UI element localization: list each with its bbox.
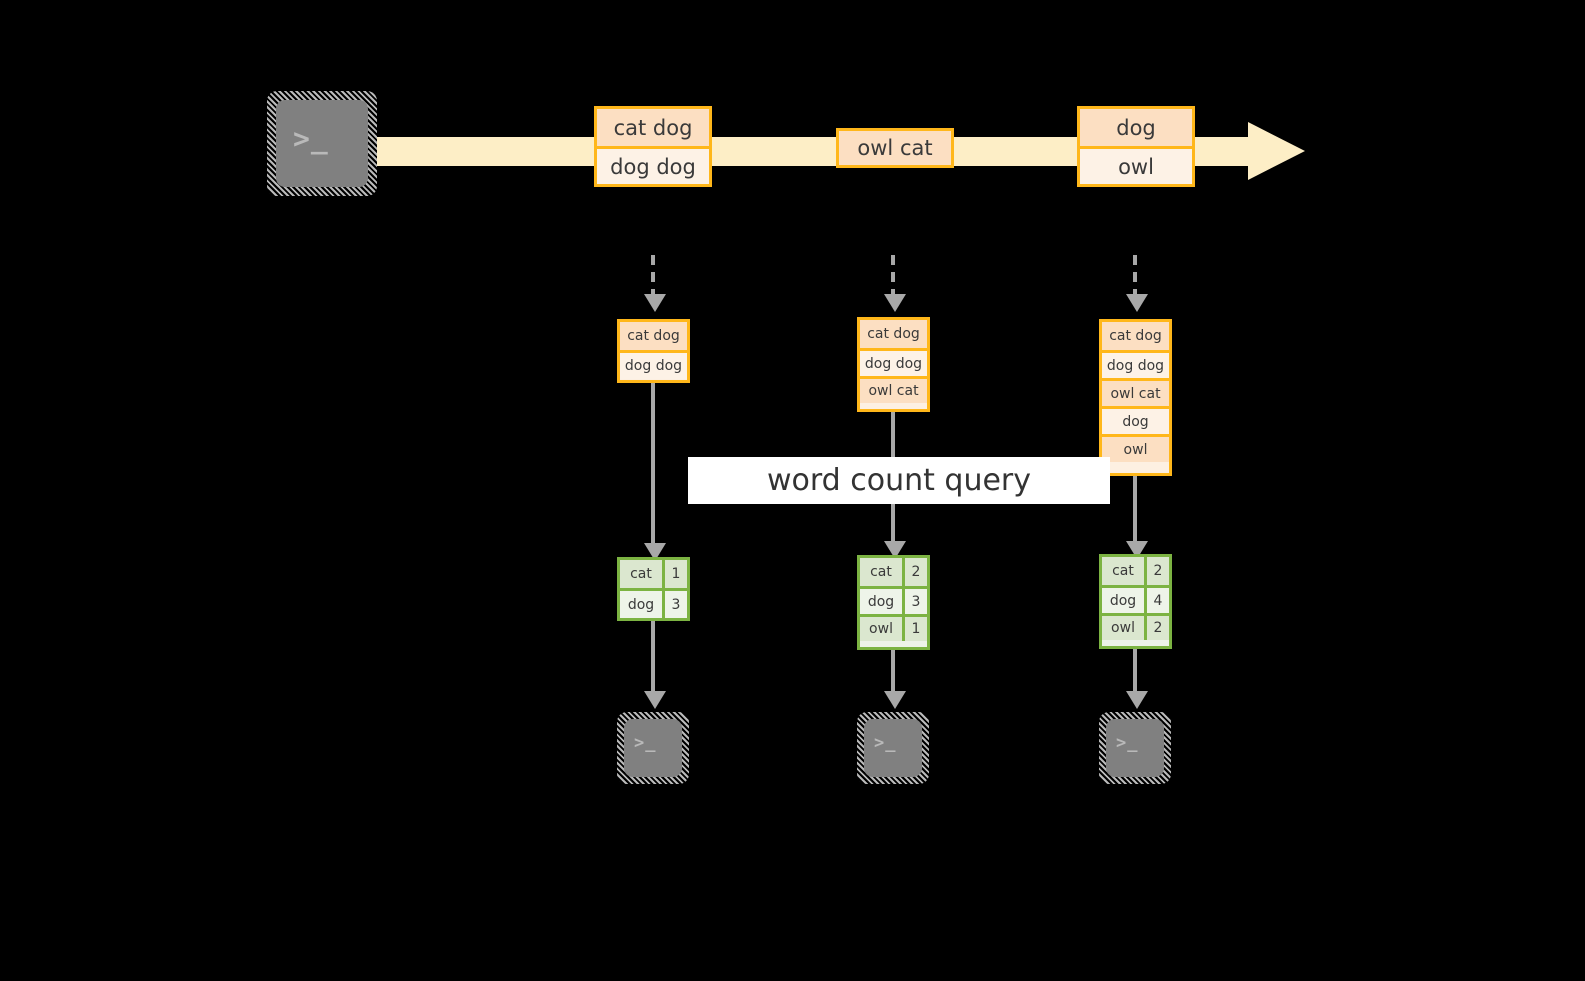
result-table-row: cat 1 — [620, 560, 687, 588]
input-table-row: owl — [1102, 434, 1169, 462]
stream-arrowhead — [1248, 122, 1305, 180]
result-count-cell: 1 — [665, 560, 687, 588]
input-table-row: dog dog — [860, 348, 927, 376]
stream-message-line: owl — [1080, 146, 1192, 184]
input-table: cat dog dog dog — [617, 319, 690, 383]
stream-to-table-connector — [1133, 255, 1137, 295]
terminal-body — [276, 100, 368, 187]
input-table-row: owl cat — [1102, 378, 1169, 406]
stream-to-table-connector — [891, 255, 895, 295]
result-count-cell: 3 — [665, 591, 687, 618]
result-table: cat 1 dog 3 — [617, 557, 690, 621]
result-table-row: cat 2 — [1102, 557, 1169, 585]
result-word-cell: owl — [1102, 616, 1147, 640]
terminal-body — [624, 719, 682, 777]
result-count-cell: 4 — [1147, 588, 1169, 613]
result-to-sink-arrowhead — [644, 691, 666, 709]
input-table-row: dog dog — [620, 350, 687, 379]
result-word-cell: dog — [860, 589, 905, 614]
stream-to-table-arrowhead — [1126, 294, 1148, 312]
result-table: cat 2 dog 4 owl 2 — [1099, 554, 1172, 649]
table-to-result-connector — [1133, 476, 1137, 543]
result-table: cat 2 dog 3 owl 1 — [857, 555, 930, 650]
input-table-row: cat dog — [860, 320, 927, 348]
result-word-cell: dog — [620, 591, 665, 618]
result-count-cell: 2 — [905, 558, 927, 586]
result-table-row: owl 1 — [860, 614, 927, 641]
result-to-sink-arrowhead — [1126, 691, 1148, 709]
result-to-sink-connector — [651, 621, 655, 693]
stream-message: dog owl — [1077, 106, 1195, 187]
sink-terminal-icon: >_ — [617, 712, 689, 784]
input-table-row: dog dog — [1102, 350, 1169, 378]
terminal-prompt-glyph: >_ — [874, 733, 897, 753]
result-word-cell: cat — [1102, 557, 1147, 585]
terminal-body — [864, 719, 922, 777]
result-table-row: dog 3 — [860, 586, 927, 614]
stream-message-line: owl cat — [839, 131, 951, 165]
result-table-row: cat 2 — [860, 558, 927, 586]
input-table-row: cat dog — [620, 322, 687, 350]
stream-to-table-connector — [651, 255, 655, 295]
source-terminal-icon: >_ — [267, 91, 377, 196]
input-table: cat dog dog dog owl cat — [857, 317, 930, 412]
result-table-row: owl 2 — [1102, 613, 1169, 640]
stream-message-line: cat dog — [597, 109, 709, 146]
stream-message-line: dog — [1080, 109, 1192, 146]
terminal-body — [1106, 719, 1164, 777]
table-to-result-arrowhead — [644, 543, 666, 561]
result-count-cell: 2 — [1147, 557, 1169, 585]
result-table-row: dog 3 — [620, 588, 687, 618]
stream-to-table-arrowhead — [884, 294, 906, 312]
table-to-result-arrowhead — [884, 541, 906, 559]
stream-message: owl cat — [836, 128, 954, 168]
input-table-row: cat dog — [1102, 322, 1169, 350]
input-table-row: owl cat — [860, 376, 927, 403]
stream-message-line: dog dog — [597, 146, 709, 184]
sink-terminal-icon: >_ — [857, 712, 929, 784]
query-label: word count query — [688, 457, 1110, 504]
sink-terminal-icon: >_ — [1099, 712, 1171, 784]
result-word-cell: cat — [860, 558, 905, 586]
result-count-cell: 2 — [1147, 616, 1169, 640]
terminal-prompt-glyph: >_ — [293, 122, 329, 155]
terminal-prompt-glyph: >_ — [634, 733, 657, 753]
table-to-result-connector — [651, 383, 655, 545]
input-table: cat dog dog dog owl cat dog owl — [1099, 319, 1172, 476]
result-word-cell: owl — [860, 617, 905, 641]
input-table-row: dog — [1102, 406, 1169, 434]
result-count-cell: 3 — [905, 589, 927, 614]
stream-to-table-arrowhead — [644, 294, 666, 312]
result-word-cell: cat — [620, 560, 665, 588]
stream-message: cat dog dog dog — [594, 106, 712, 187]
terminal-prompt-glyph: >_ — [1116, 733, 1139, 753]
result-table-row: dog 4 — [1102, 585, 1169, 613]
result-to-sink-connector — [1133, 649, 1137, 693]
result-word-cell: dog — [1102, 588, 1147, 613]
result-to-sink-arrowhead — [884, 691, 906, 709]
result-to-sink-connector — [891, 650, 895, 693]
result-count-cell: 1 — [905, 617, 927, 641]
